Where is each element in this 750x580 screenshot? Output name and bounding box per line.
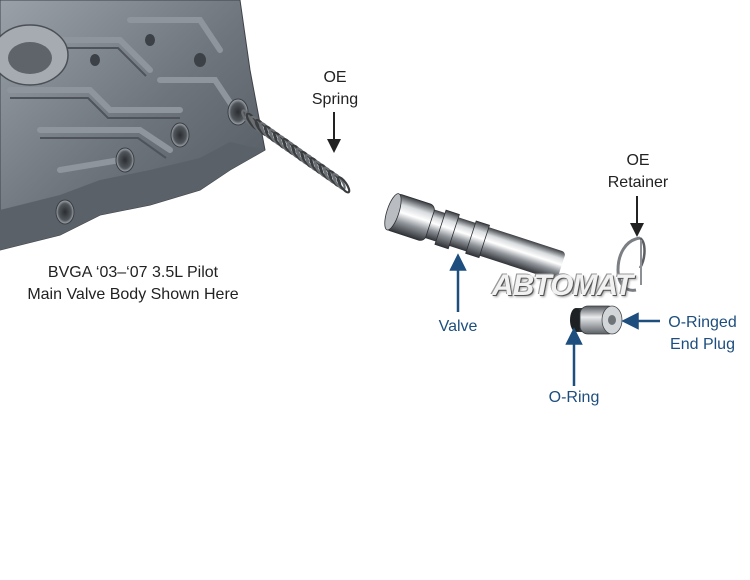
label-o-ringed-end-plug: O-Ringed End Plug — [660, 312, 745, 356]
label-oe-retainer-line1: OE — [626, 152, 650, 169]
valve-spool — [384, 193, 565, 280]
label-oe-retainer: OE Retainer — [598, 150, 678, 194]
label-o-ring: O-Ring — [548, 389, 600, 406]
label-oe-retainer-line2: Retainer — [607, 174, 669, 191]
caption-line1: BVGA ‘03–‘07 3.5L Pilot — [47, 264, 219, 281]
label-valve: Valve — [438, 318, 478, 335]
label-end-plug-line1: O-Ringed — [668, 314, 737, 331]
watermark-logo: ABTOMAT — [492, 269, 633, 302]
spring-coil-turn — [336, 176, 351, 194]
o-ringed-end-plug — [570, 305, 623, 335]
caption-line2: Main Valve Body Shown Here — [27, 286, 239, 303]
valve-body — [0, 0, 266, 251]
oe-retainer-clip — [616, 236, 646, 292]
label-oe-spring-line1: OE — [323, 69, 347, 86]
oe-spring-coil — [241, 109, 351, 194]
label-oe-spring: OE Spring — [300, 67, 370, 111]
label-end-plug-line2: End Plug — [670, 336, 735, 353]
label-oe-spring-line2: Spring — [311, 91, 359, 108]
caption-valve-body: BVGA ‘03–‘07 3.5L Pilot Main Valve Body … — [8, 262, 258, 306]
